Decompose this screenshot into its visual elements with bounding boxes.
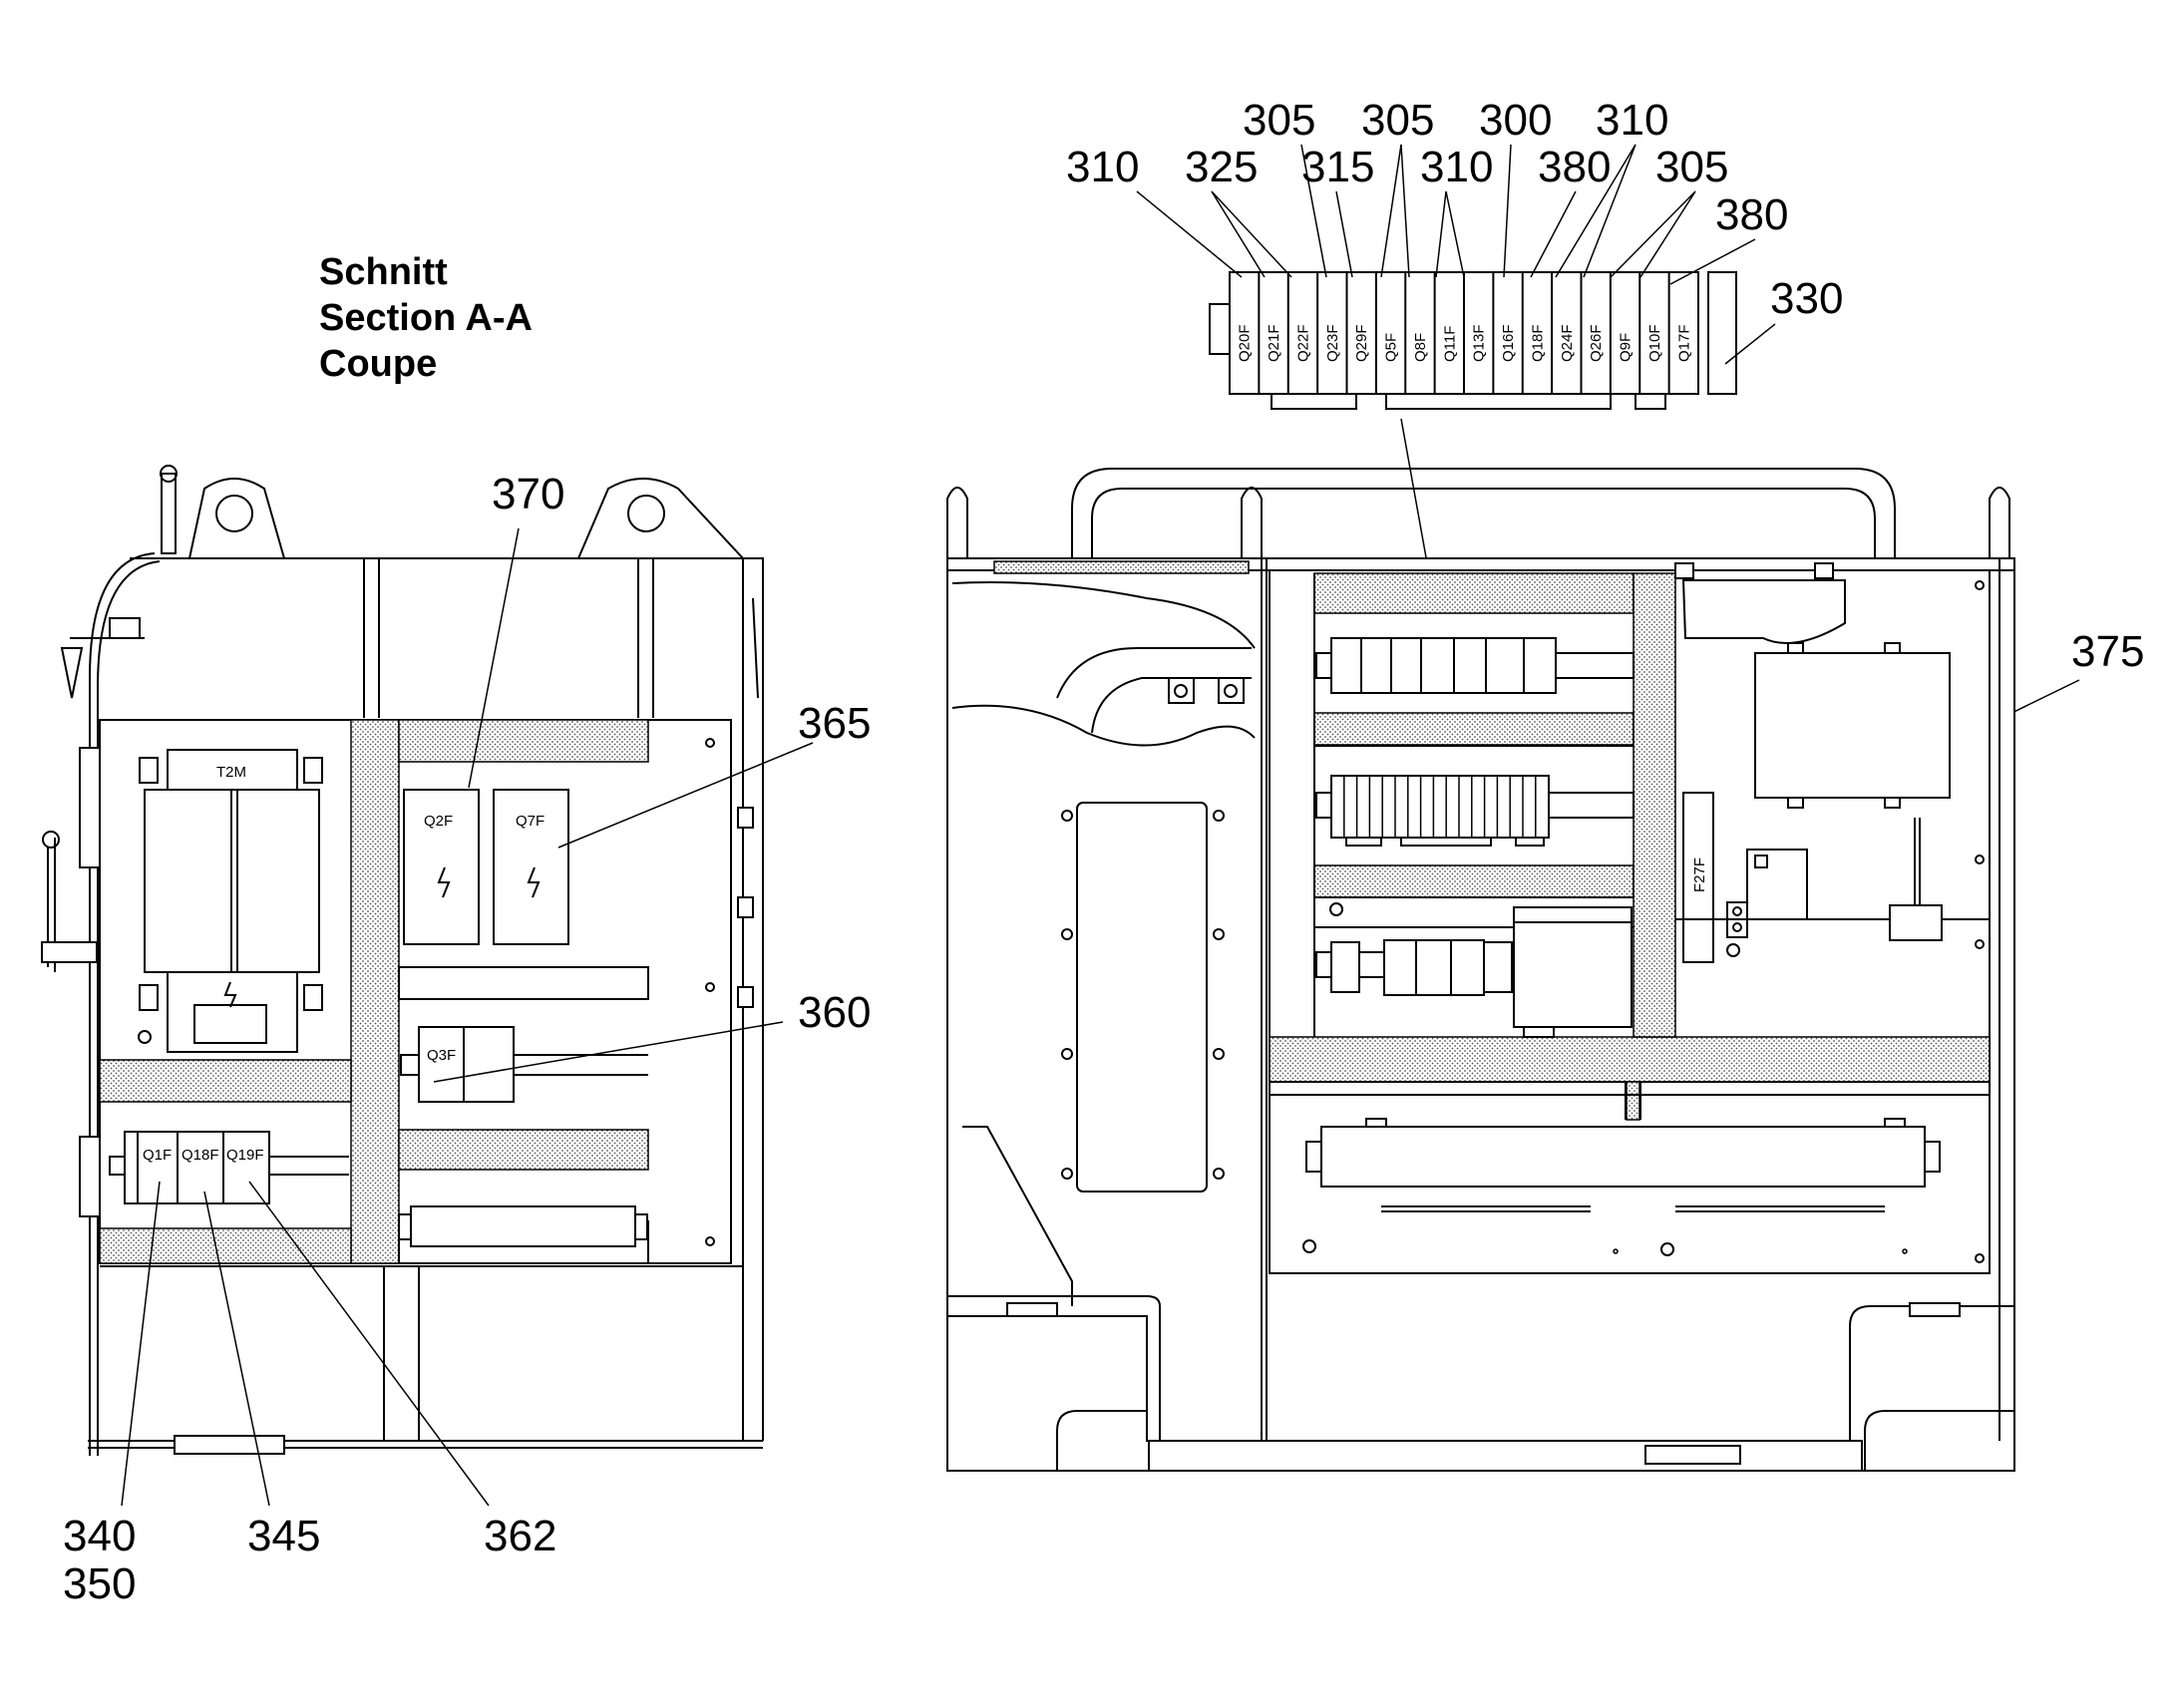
right-cabinet-view: F27F [946,468,2015,1472]
end-stop-330 [1707,271,1737,395]
strip-breaker-label-q5f: Q5F [1383,333,1400,362]
left-housing-outline [130,557,764,1441]
base-rail [1148,1440,1863,1472]
title-line-3: Coupe [319,343,437,385]
strip-breaker-label-q18f: Q18F [1529,324,1546,362]
callout-350: 350 [63,1559,136,1608]
title-line-1: Schnitt [319,251,448,293]
left-leader-lines [121,527,814,1507]
strip-breaker-label-q13f: Q13F [1471,324,1488,362]
strip-breaker-label-q9f: Q9F [1618,333,1635,362]
strip-breaker-label-q26f: Q26F [1588,324,1605,362]
callout-370: 370 [492,470,564,518]
right-leader-lines [1136,144,2080,858]
breaker-q3f-label: Q3F [427,1047,456,1064]
strip-breaker-label-q17f: Q17F [1675,324,1692,362]
strip-breaker-label-q22f: Q22F [1294,324,1311,362]
lifting-eye-right [576,478,746,559]
transformer-t2m: T2M [138,749,323,1053]
fuse-f27f-label: F27F [1691,857,1708,892]
strip-breaker-label-q11f: Q11F [1441,326,1458,362]
handle-left [946,487,968,558]
lifting-post [161,473,177,554]
callout-315: 315 [1301,143,1374,191]
strip-breaker-label-q24f: Q24F [1559,324,1576,362]
callout-305-a: 305 [1243,96,1315,145]
title-line-2: Section A-A [319,297,533,339]
breaker-strip-cells: Q20F Q21F Q22F Q23F Q29F Q5F Q8F Q11F Q13F Q16F Q1… [1237,272,1692,394]
callout-380-b: 380 [1715,190,1788,239]
strip-breaker-label-q21f: Q21F [1266,324,1282,362]
strip-breaker-label-q16f: Q16F [1500,324,1517,362]
hatched-vertical-rail [1633,572,1676,1038]
strip-breaker-label-q20f: Q20F [1237,324,1254,362]
callout-375: 375 [2071,627,2144,676]
fuse-f27f: F27F [1682,792,1714,963]
breaker-group-lower-left: Q1F Q18F Q19F [109,1131,349,1204]
callout-325: 325 [1185,143,1258,191]
callout-340: 340 [63,1512,136,1560]
breaker-strip: Q20F Q21F Q22F Q23F Q29F Q5F Q8F Q11F Q13F Q16F Q1… [1209,271,1737,410]
bottom-foot [174,1435,285,1455]
callout-380-a: 380 [1538,143,1611,191]
callout-305-c: 305 [1655,143,1728,191]
breaker-q1f-label: Q1F [143,1147,172,1164]
lifting-eye-left [187,478,286,559]
strip-breaker-label-q23f: Q23F [1324,324,1341,362]
callout-362: 362 [484,1512,556,1560]
left-callouts: 370 365 360 340 350 345 362 [63,470,871,1608]
callout-300: 300 [1479,96,1552,145]
terminal-rail-left [410,1205,636,1247]
terminal-rail-lower [1320,1126,1926,1188]
breaker-q19f-label: Q19F [226,1147,264,1164]
right-callouts: 305 305 300 310 310 325 315 310 380 305 … [1066,96,2144,676]
callout-310-left: 310 [1066,143,1139,191]
breaker-q2f-label: Q2F [424,813,453,830]
callout-310-top: 310 [1596,96,1668,145]
breaker-q7f-label: Q7F [516,813,545,830]
hatched-cross-rail [1269,1036,1991,1083]
callout-305-b: 305 [1361,96,1434,145]
section-title: Schnitt Section A-A Coupe [319,251,533,385]
breaker-q2f: Q2F [403,789,480,945]
callout-365: 365 [798,699,871,748]
handle-right [1989,487,2010,558]
breaker-q7f: Q7F [493,789,569,945]
callout-345: 345 [247,1512,320,1560]
callout-360: 360 [798,988,871,1037]
cover-plate [1076,802,1208,1193]
transformer-label: T2M [216,764,246,781]
strip-breaker-label-q29f: Q29F [1353,324,1370,362]
strip-breaker-label-q10f: Q10F [1646,324,1663,362]
motor-housing [1681,579,1846,644]
breaker-q18f-label: Q18F [182,1147,219,1164]
relay-box [1754,652,1951,799]
hatched-rail-vertical [350,719,400,1264]
callout-310-mid: 310 [1420,143,1493,191]
strip-breaker-label-q8f: Q8F [1412,333,1429,362]
left-cabinet-view: T2M Q2F Q7F Q3F [41,465,764,1456]
callout-330: 330 [1770,274,1843,323]
breaker-q3f: Q3F [400,1026,648,1103]
